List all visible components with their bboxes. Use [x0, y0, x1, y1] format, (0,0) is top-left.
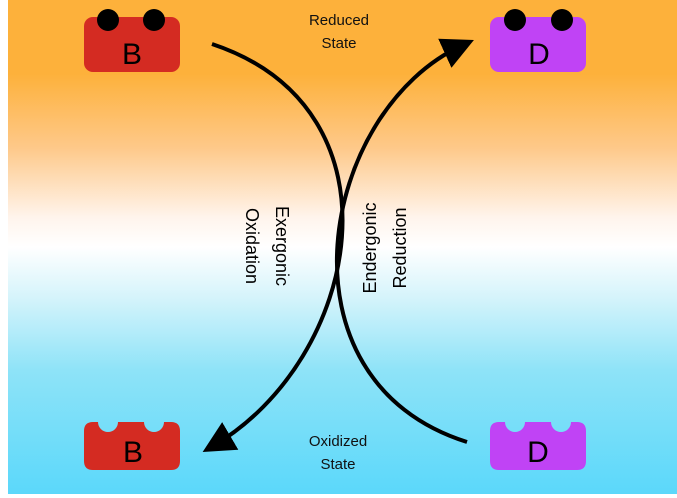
- carrier-d-oxidized: D: [490, 422, 586, 470]
- electron-icon: [551, 9, 573, 31]
- carrier-d-oxidized-letter: D: [527, 436, 549, 469]
- electron-icon: [504, 9, 526, 31]
- carrier-b-reduced: B: [84, 9, 180, 72]
- carrier-b-oxidized: B: [84, 422, 180, 470]
- electron-icon: [97, 9, 119, 31]
- carrier-d-reduced: D: [490, 9, 586, 72]
- carrier-b-reduced-letter: B: [122, 38, 142, 71]
- exergonic-label-line-2: Oxidation: [242, 207, 262, 285]
- endergonic-label-line-2: Reduction: [390, 207, 410, 289]
- carrier-b-oxidized-letter: B: [123, 436, 143, 469]
- reduced-state-label: Reduced State: [269, 9, 409, 55]
- oxidized-state-line-2: State: [320, 456, 356, 473]
- carrier-d-reduced-letter: D: [528, 38, 550, 71]
- reduced-state-line-1: Reduced: [308, 12, 370, 29]
- carrier-b-oxidized-body: [84, 422, 180, 470]
- oxidized-state-label: Oxidized State: [268, 430, 408, 476]
- exergonic-oxidation-label: Exergonic Oxidation: [237, 186, 297, 306]
- endergonic-reduction-label: Endergonic Reduction: [355, 188, 415, 308]
- endergonic-label-line-1: Endergonic: [360, 202, 380, 294]
- carrier-d-oxidized-body: [490, 422, 586, 470]
- reduced-state-line-2: State: [321, 35, 357, 52]
- oxidized-state-line-1: Oxidized: [308, 433, 368, 450]
- exergonic-oxidation-arrow: [202, 42, 345, 453]
- electron-icon: [143, 9, 165, 31]
- endergonic-reduction-arrow: [334, 38, 474, 444]
- exergonic-label-line-1: Exergonic: [272, 205, 292, 287]
